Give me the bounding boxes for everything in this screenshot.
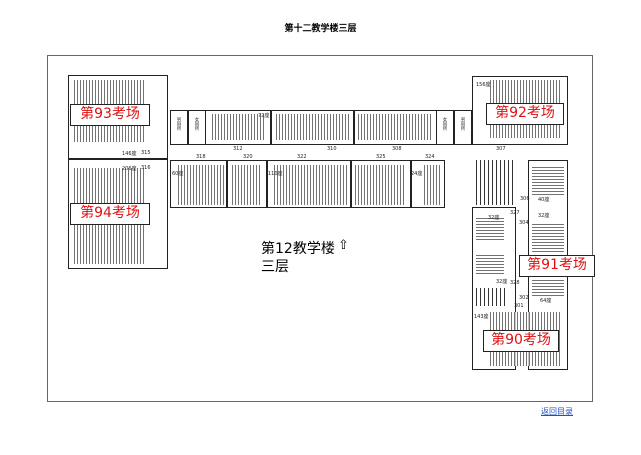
restroom: 男厕所 [170, 110, 188, 145]
divider [270, 110, 272, 145]
seat-grid [212, 114, 264, 140]
room-number: 304 [519, 220, 529, 226]
seat-grid [532, 165, 564, 195]
room-number: 325 [376, 154, 386, 160]
north-arrow-icon: ⇧ [338, 238, 349, 253]
exam-room-label: 第91考场 [519, 255, 595, 277]
divider [226, 160, 228, 208]
page-title: 第十二教学楼三层 [284, 24, 357, 34]
seat-count: 206座 [122, 166, 137, 172]
exam-room-label: 第92考场 [486, 103, 564, 125]
seat-count: 64座 [540, 298, 552, 304]
room-number: 315 [141, 150, 151, 156]
room-number: 320 [243, 154, 253, 160]
seat-count: 143座 [474, 314, 489, 320]
room-number: 308 [392, 146, 402, 152]
back-to-contents-link[interactable]: 返回目录 [541, 407, 573, 416]
seat-count: 156座 [476, 82, 491, 88]
seat-count: 40座 [538, 197, 550, 203]
exam-room-label: 第93考场 [70, 104, 150, 126]
seat-count: 32座 [488, 215, 500, 221]
room-number: 318 [196, 154, 206, 160]
room-number: 301 [514, 303, 524, 309]
staircase [476, 160, 516, 205]
room-number: 322 [297, 154, 307, 160]
divider [353, 110, 355, 145]
seat-grid [424, 165, 440, 205]
room-number: 307 [496, 146, 506, 152]
room-number: 312 [233, 146, 243, 152]
room-number: 324 [425, 154, 435, 160]
floor-name: 三层 [261, 259, 289, 275]
seat-grid [274, 165, 348, 205]
seat-grid [355, 165, 405, 205]
room-number: 328 [510, 280, 520, 286]
seat-grid [358, 114, 433, 140]
seat-count: 24座 [411, 171, 423, 177]
seat-grid [476, 218, 504, 240]
divider [266, 160, 268, 208]
seat-count: 32座 [496, 279, 508, 285]
divider [350, 160, 352, 208]
building-label: 第12教学楼 三层 [261, 240, 335, 276]
room-number: 302 [519, 295, 529, 301]
building-name: 第12教学楼 [261, 241, 335, 257]
seat-grid [532, 278, 564, 296]
floor-plan [47, 55, 593, 402]
seat-grid [232, 165, 262, 205]
room-number: 316 [141, 165, 151, 171]
seat-grid [532, 222, 564, 252]
room-number: 327 [510, 210, 520, 216]
staircase [476, 288, 506, 306]
seat-count: 146座 [122, 151, 137, 157]
divider [410, 160, 412, 208]
seat-grid [276, 114, 351, 140]
seat-count: 72座 [258, 113, 270, 119]
divider [68, 158, 168, 160]
exam-room-label: 第94考场 [70, 203, 150, 225]
restroom: 女厕所 [436, 110, 454, 145]
seat-count: 32座 [538, 213, 550, 219]
exam-room-label: 第90考场 [483, 330, 559, 352]
seat-count: 60座 [172, 171, 184, 177]
restroom: 女厕所 [188, 110, 206, 145]
room-number: 310 [327, 146, 337, 152]
room-number: 306 [520, 196, 530, 202]
seat-grid [476, 254, 504, 274]
seat-count: 110座 [268, 171, 283, 177]
seat-grid [178, 165, 226, 205]
restroom: 男厕所 [454, 110, 472, 145]
